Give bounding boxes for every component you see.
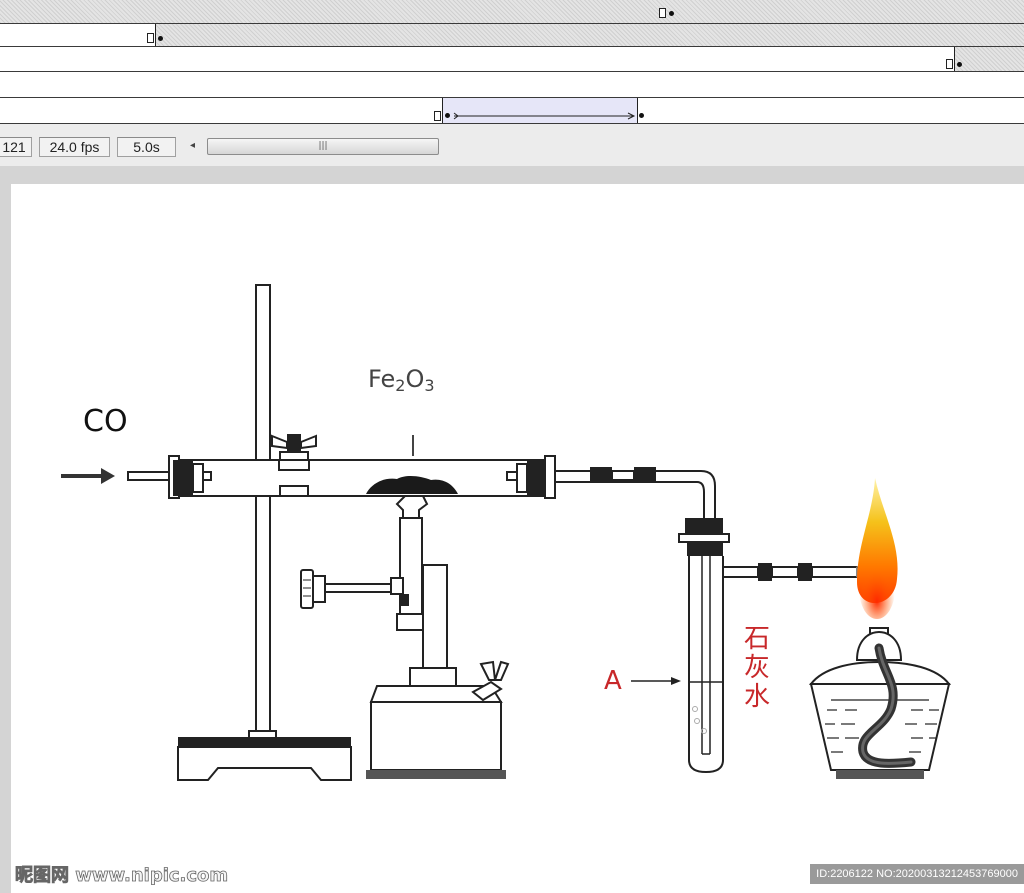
timeline-layer-row[interactable]	[0, 0, 1024, 24]
label-limewater-3: 水	[744, 682, 770, 712]
flame-icon	[857, 478, 898, 619]
iron-oxide-powder	[366, 476, 458, 494]
stage-canvas[interactable]: CO Fe2O3	[11, 184, 1024, 893]
timeline-empty-frames	[0, 0, 1024, 23]
grip-icon: |||	[318, 141, 328, 151]
keyframe-dot[interactable]	[158, 36, 163, 41]
elapsed-time-field[interactable]: 5.0s	[117, 137, 176, 157]
current-frame-field[interactable]: 121	[0, 137, 32, 157]
timeline-layer-row[interactable]	[0, 72, 1024, 98]
tube-clamp	[271, 434, 317, 497]
keyframe-dot[interactable]	[957, 62, 962, 67]
keyframe-marker[interactable]	[434, 111, 441, 121]
current-frame-value: 121	[2, 139, 26, 155]
watermark-right: ID:2206122 NO:20200313212453769000	[810, 864, 1024, 884]
keyframe-dot[interactable]	[639, 113, 644, 118]
timeline-empty-frames	[155, 24, 1024, 46]
label-fe2o3: Fe2O3	[368, 365, 435, 395]
timeline-status-bar: 121 24.0 fps 5.0s ◂ |||	[0, 124, 1024, 166]
blast-lamp	[300, 495, 510, 779]
keyframe-dot[interactable]	[445, 113, 450, 118]
point-a-arrow-icon	[631, 677, 681, 685]
watermark-left: 昵图网 www.nipic.com	[15, 865, 228, 886]
label-limewater-2: 灰	[744, 653, 770, 683]
tween-arrow-icon	[453, 112, 636, 120]
timeline-panel[interactable]	[0, 0, 1024, 124]
test-tube	[678, 518, 877, 774]
timeline-empty-frames	[954, 47, 1024, 71]
connecting-tube	[555, 467, 716, 526]
horizontal-scrollbar-thumb[interactable]: |||	[207, 138, 439, 155]
keyframe-marker[interactable]	[659, 8, 666, 18]
keyframe-line	[637, 98, 638, 123]
keyframe-line	[442, 98, 443, 123]
keyframe-line	[954, 47, 955, 71]
timeline-layer-row[interactable]	[0, 47, 1024, 72]
label-co: CO	[83, 404, 128, 439]
scroll-left-arrow-icon[interactable]: ◂	[190, 140, 196, 151]
gas-inlet-arrow-icon	[61, 468, 115, 484]
frame-rate-value: 24.0 fps	[49, 139, 100, 155]
alcohol-lamp	[808, 627, 952, 779]
keyframe-dot[interactable]	[669, 11, 674, 16]
motion-tween-span[interactable]	[442, 98, 638, 123]
keyframe-marker[interactable]	[147, 33, 154, 43]
frame-rate-field[interactable]: 24.0 fps	[39, 137, 110, 157]
label-limewater-1: 石	[744, 624, 770, 654]
stage-pasteboard: CO Fe2O3	[0, 166, 1024, 893]
keyframe-line	[155, 24, 156, 46]
label-point-a: A	[604, 666, 622, 696]
reaction-tube	[127, 455, 556, 499]
experiment-diagram: CO Fe2O3	[15, 284, 952, 886]
timeline-layer-row[interactable]	[0, 98, 1024, 124]
timeline-layer-row[interactable]	[0, 24, 1024, 47]
keyframe-marker[interactable]	[946, 59, 953, 69]
elapsed-time-value: 5.0s	[133, 139, 160, 155]
iron-stand	[177, 284, 352, 781]
